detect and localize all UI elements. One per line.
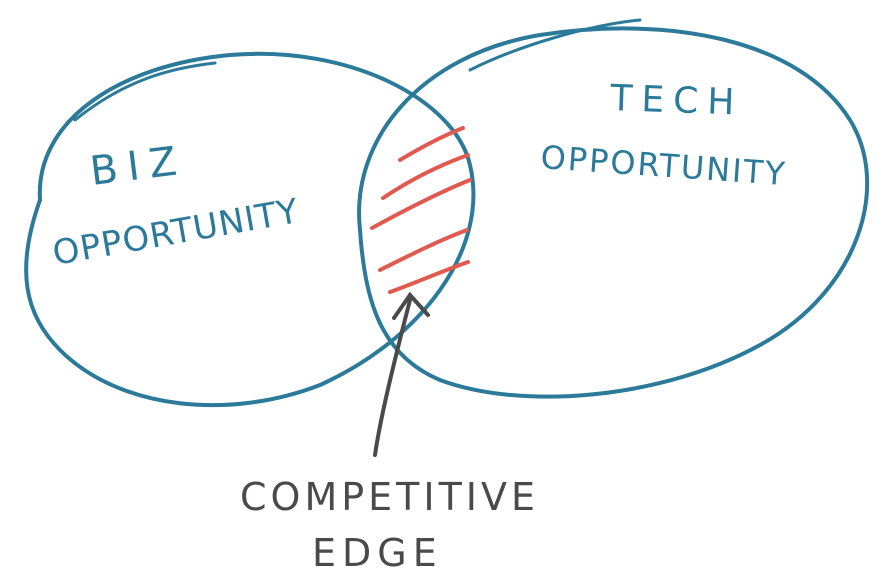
competitive-edge-label: COMPETITIVE [240,475,539,519]
tech-circle-stroke-overlap [468,18,642,72]
biz-opportunity-label: OPPORTUNITY [50,191,303,274]
biz-label: BIZ [88,137,190,194]
biz-circle-stroke-overlap [73,61,217,122]
biz-opportunity-circle [24,51,476,408]
competitive-edge-hatch [370,126,472,294]
tech-label: TECH [609,78,744,124]
tech-opportunity-label: OPPORTUNITY [539,138,787,193]
callout-arrow [373,291,430,457]
tech-opportunity-circle [357,26,870,399]
edge-label: EDGE [312,531,443,575]
